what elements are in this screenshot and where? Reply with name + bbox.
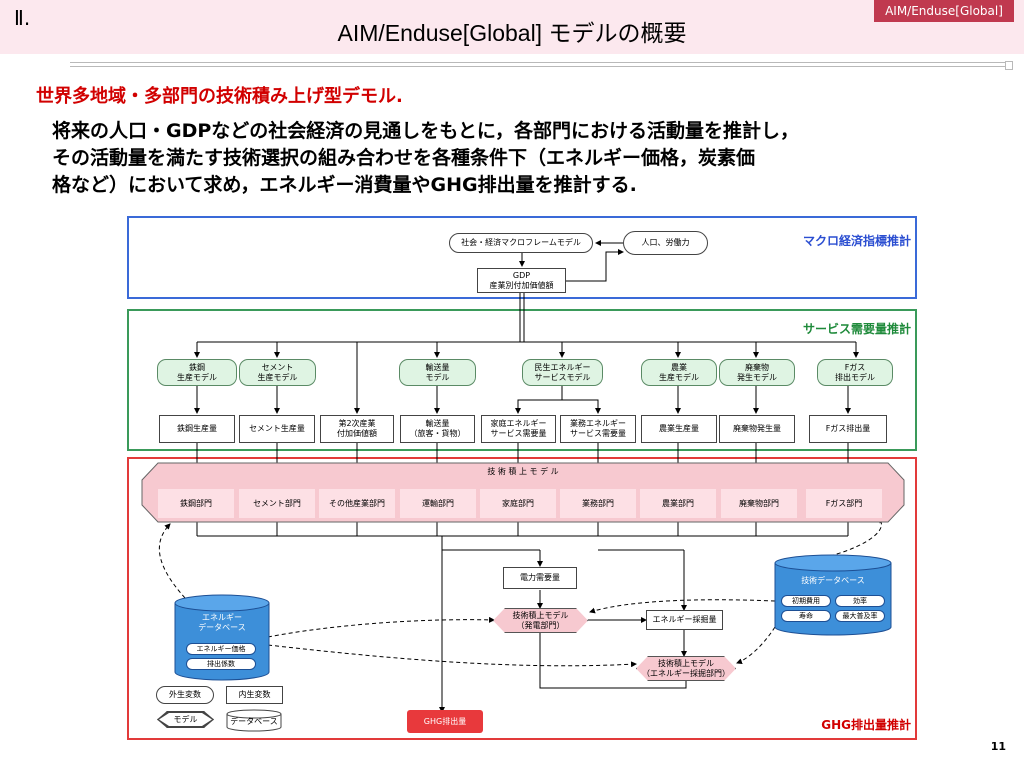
tech-model-label: 技 術 積 上 モ デ ル [487,467,559,476]
model-steel: 鉄鋼 生産モデル [157,359,237,386]
legend-model: モデル [157,711,214,728]
emission-factor-item: 排出係数 [186,658,256,670]
sector-agriculture: 農業部門 [640,489,716,518]
sector-commercial: 業務部門 [560,489,636,518]
energy-mining-volume: エネルギー採掘量 [646,610,723,630]
model-cement: セメント 生産モデル [239,359,316,386]
arrow-gdp-feedback [566,249,624,282]
sector-cement: セメント部門 [239,489,315,518]
ghg-section-label: GHG排出量推計 [821,718,911,732]
page-title: AIM/Enduse[Global] モデルの概要 [337,20,687,46]
power-demand: 電力需要量 [503,567,577,589]
body-text-line: 格など）において求め，エネルギー消費量やGHG排出量を推計する. [52,174,637,196]
output-household-demand: 家庭エネルギー サービス需要量 [481,415,556,443]
macro-framework-model: 社会・経済マクロフレームモデル [449,233,593,253]
page-number: 11 [990,740,1006,753]
power-sector-model: 技術積上モデル （発電部門） [493,608,588,633]
initial-cost-item: 初期費用 [781,595,831,607]
model-fgas: Fガス 排出モデル [817,359,893,386]
sector-transport: 運輸部門 [400,489,476,518]
output-fgas-emission: Fガス排出量 [809,415,887,443]
output-transport-volume: 輸送量 （旅客・貨物） [400,415,475,443]
ghg-emission-output: GHG排出量 [407,710,483,733]
model-residential-energy: 民生エネルギー サービスモデル [522,359,603,386]
header-band [0,0,1024,54]
body-text-line: 将来の人口・GDPなどの社会経済の見通しをもとに，各部門における活動量を推計し， [52,120,799,142]
section-number: Ⅱ. [14,6,31,30]
model-waste: 廃棄物 発生モデル [719,359,795,386]
legend-exogenous: 外生変数 [156,686,214,704]
output-steel-production: 鉄鋼生産量 [159,415,235,443]
max-diffusion-item: 最大普及率 [835,610,885,622]
gdp-value-added: GDP 産業別付加価値額 [477,268,566,293]
lifetime-item: 寿命 [781,610,831,622]
population-labor-input: 人口、労働力 [623,231,708,255]
energy-price-item: エネルギー価格 [186,643,256,655]
model-tag: AIM/Enduse[Global] [874,0,1014,22]
body-text-line: その活動量を満たす技術選択の組み合わせを各種条件下（エネルギー価格，炭素価 [52,147,756,169]
sector-household: 家庭部門 [480,489,556,518]
legend-model-label: モデル [159,713,212,726]
legend-endogenous: 内生変数 [226,686,283,704]
macro-section-label: マクロ経済指標推計 [802,234,911,248]
title-rule-end [1005,61,1013,70]
output-commercial-demand: 業務エネルギー サービス需要量 [560,415,636,443]
efficiency-item: 効率 [835,595,885,607]
sector-other-industry: その他産業部門 [319,489,395,518]
legend-database: データベース [230,717,278,726]
output-waste-generation: 廃棄物発生量 [719,415,795,443]
mining-sector-model: 技術積上モデル （エネルギー採掘部門） [636,656,736,681]
model-agriculture: 農業 生産モデル [641,359,717,386]
output-secondary-industry: 第2次産業 付加価値額 [320,415,394,443]
sector-fgas: Fガス部門 [806,489,882,518]
lead-text: 世界多地域・多部門の技術積み上げ型デモル. [36,86,403,107]
model-transport: 輸送量 モデル [399,359,476,386]
tech-db-title: 技術データベース [801,576,865,585]
output-cement-production: セメント生産量 [239,415,315,443]
title-rule [70,62,1012,63]
title-rule [70,66,1012,67]
legend-database-cylinder [226,709,282,732]
service-section-label: サービス需要量推計 [802,322,911,336]
output-agriculture-production: 農業生産量 [641,415,717,443]
sector-steel: 鉄鋼部門 [158,489,234,518]
energy-db-title: エネルギー データベース [198,613,246,633]
sector-waste: 廃棄物部門 [721,489,797,518]
